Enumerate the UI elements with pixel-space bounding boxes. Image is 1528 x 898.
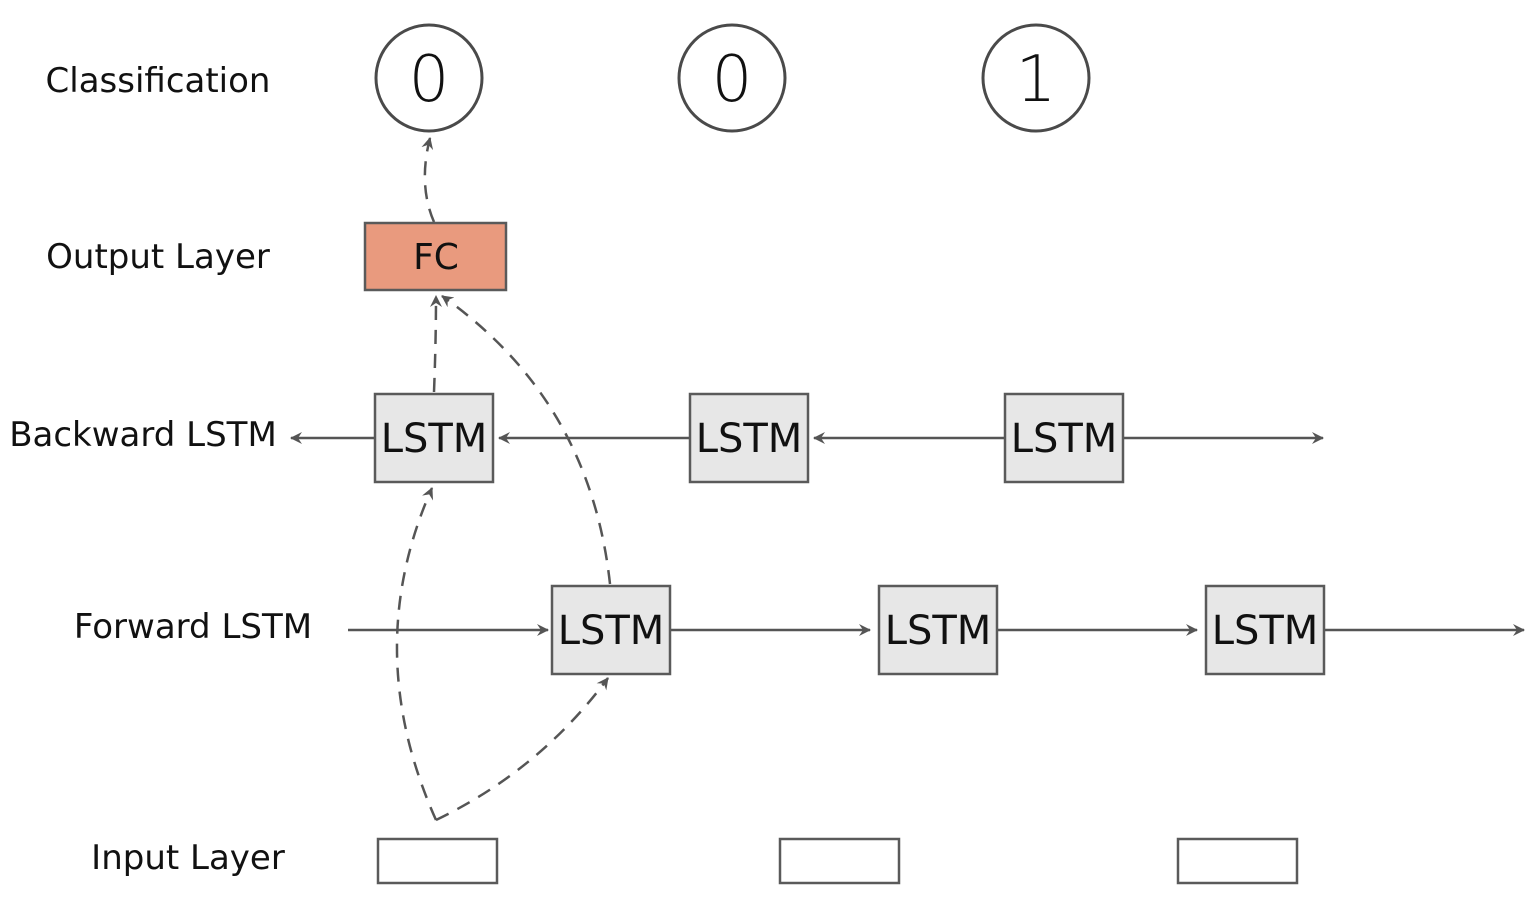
backward-lstm-cell-1: LSTM — [373, 392, 495, 484]
forward-lstm-cell-1: LSTM — [550, 584, 672, 676]
fc-box — [363, 221, 508, 292]
dashed-arrow-backward-to-fc — [429, 295, 442, 393]
dashed-arrow-input-to-backward — [395, 487, 438, 821]
classification-value-2: 0 — [712, 43, 753, 117]
classification-node-2: 0 — [677, 23, 787, 133]
forward-lstm-cell-3: LSTM — [1204, 584, 1326, 676]
fc-node: FC — [363, 221, 508, 292]
backward-lstm-cell-3: LSTM — [1003, 392, 1125, 484]
classification-node-3: 1 — [981, 23, 1091, 133]
input-cell-2 — [778, 837, 901, 885]
dashed-arrow-input-to-forward — [435, 677, 610, 822]
row-label-classification: Classification — [46, 61, 271, 101]
backward-lstm-label-3: LSTM — [1011, 416, 1118, 462]
forward-lstm-label-1: LSTM — [558, 608, 665, 654]
backward-lstm-cell-2: LSTM — [688, 392, 810, 484]
input-cell-3 — [1176, 837, 1299, 885]
row-label-forward-lstm: Forward LSTM — [74, 607, 312, 647]
row-label-input-layer: Input Layer — [91, 838, 285, 878]
dashed-arrow-forward-to-fc — [441, 294, 612, 585]
backward-lstm-label-1: LSTM — [381, 416, 488, 462]
classification-value-1: 0 — [409, 43, 450, 117]
row-label-backward-lstm: Backward LSTM — [9, 415, 277, 455]
classification-value-3: 1 — [1016, 43, 1057, 117]
row-label-output-layer: Output Layer — [46, 237, 270, 277]
backward-lstm-label-2: LSTM — [696, 416, 803, 462]
dashed-arrow-fc-to-classification — [421, 137, 436, 223]
classification-node-1: 0 — [374, 23, 484, 133]
forward-lstm-label-2: LSTM — [885, 608, 992, 654]
forward-lstm-cell-2: LSTM — [877, 584, 999, 676]
forward-lstm-label-3: LSTM — [1212, 608, 1319, 654]
input-cell-1 — [376, 837, 499, 885]
fc-label: FC — [413, 237, 459, 278]
